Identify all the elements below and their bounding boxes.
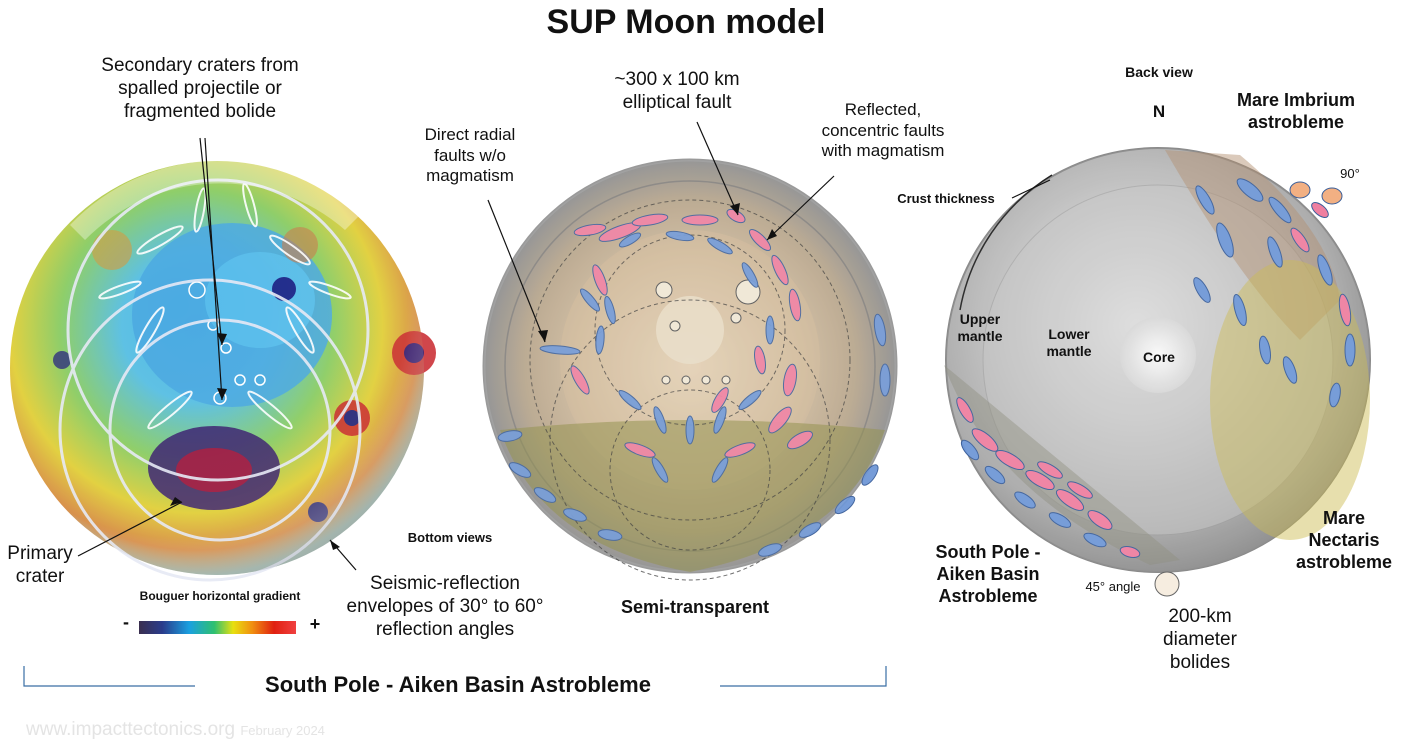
primary-crater-label: Primary crater [7, 543, 73, 588]
mare-imbrium-label: Mare Imbrium astrobleme [1236, 90, 1356, 132]
gradient-plus: + [309, 614, 321, 634]
south-pole-label: South Pole - Aiken Basin Astrobleme [935, 542, 1041, 606]
gradient-title: Bouguer horizontal gradient [139, 589, 301, 603]
direct-radial-label: Direct radial faults w/o magmatism [424, 125, 516, 186]
left-globe [10, 160, 436, 582]
bottom-views-label: Bottom views [407, 530, 493, 545]
reflected-faults-label: Reflected, concentric faults with magmat… [821, 100, 945, 161]
back-view-label: Back view [1125, 64, 1193, 80]
watermark-url: www.impacttectonics.org [26, 719, 236, 740]
middle-globe [482, 158, 898, 581]
gradient-minus: - [123, 612, 129, 632]
gradient-bar [139, 621, 296, 634]
callout-lines [77, 121, 1051, 571]
watermark: www.impacttectonics.org February 2024 [26, 719, 325, 741]
crust-thickness-label: Crust thickness [897, 191, 995, 206]
north-label: N [1152, 102, 1166, 121]
elliptical-fault-label: ~300 x 100 km elliptical fault [614, 69, 740, 114]
bolides-label: 200-km diameter bolides [1163, 606, 1237, 674]
upper-mantle-label: Upper mantle [957, 311, 1003, 345]
angle-90-label: 90° [1340, 166, 1360, 181]
core-label: Core [1143, 349, 1175, 365]
footer-bracket [23, 666, 887, 687]
footer-title: South Pole - Aiken Basin Astrobleme [265, 672, 651, 697]
watermark-date: February 2024 [240, 723, 325, 738]
right-globe [944, 147, 1371, 597]
page-title: SUP Moon model [546, 3, 826, 41]
secondary-craters-label: Secondary craters from spalled projectil… [101, 55, 299, 123]
mare-nectaris-label: Mare Nectaris astrobleme [1295, 508, 1393, 572]
angle-45-label: 45° angle [1085, 579, 1141, 594]
lower-mantle-label: Lower mantle [1046, 326, 1092, 360]
semi-transparent-label: Semi-transparent [620, 597, 770, 617]
arrow-heads [170, 203, 777, 550]
seismic-envelopes-label: Seismic-reflection envelopes of 30° to 6… [346, 573, 544, 641]
